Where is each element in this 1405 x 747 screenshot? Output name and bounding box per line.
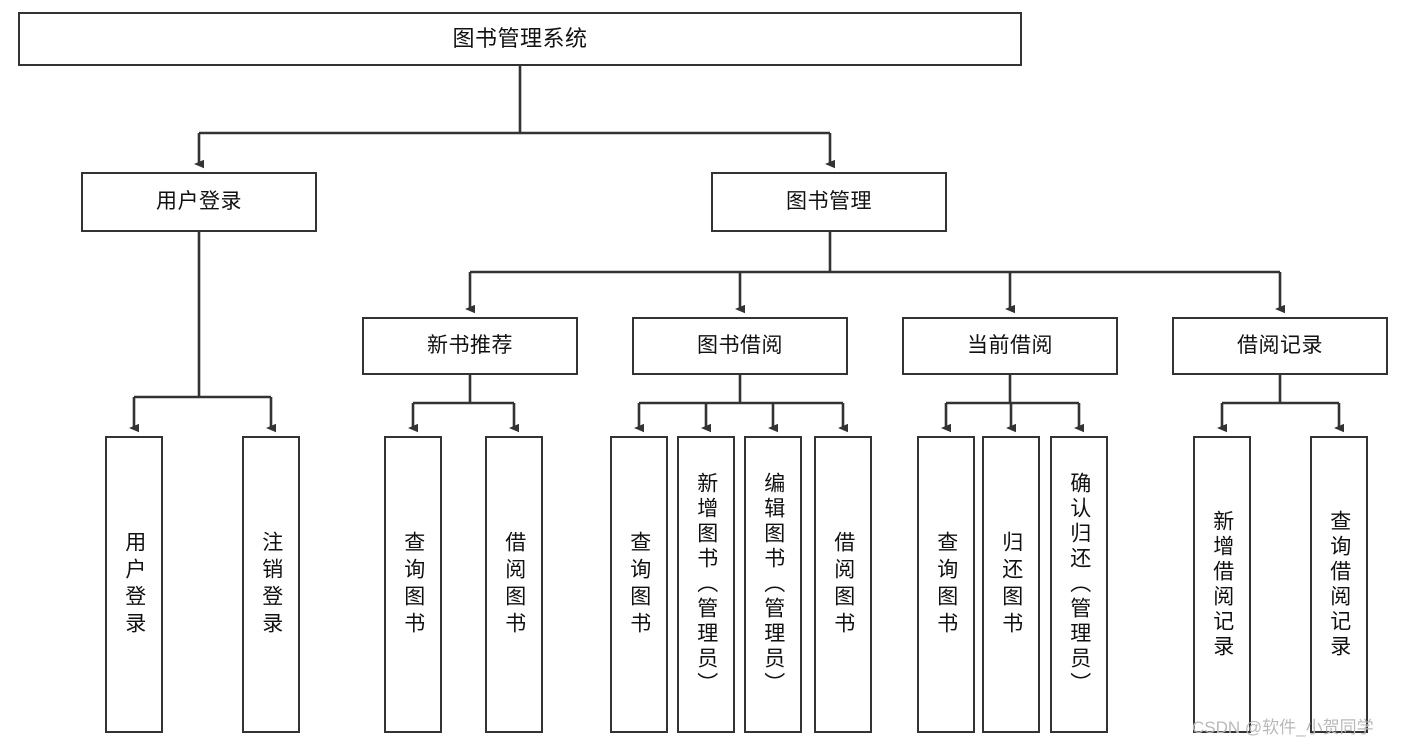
- leaf-query-borrow-record[interactable]: 查询借阅记录: [1310, 436, 1368, 733]
- node-label: 用户登录: [156, 190, 242, 214]
- leaf-borrow-book-recommend[interactable]: 借阅图书: [485, 436, 543, 733]
- node-book-management[interactable]: 图书管理: [711, 172, 947, 232]
- node-label: 确认归还（管理员）: [1067, 472, 1091, 697]
- leaf-add-book-admin[interactable]: 新增图书（管理员）: [677, 436, 735, 733]
- node-label: 图书管理: [786, 190, 872, 214]
- leaf-query-book-recommend[interactable]: 查询图书: [384, 436, 442, 733]
- node-book-borrow[interactable]: 图书借阅: [632, 317, 848, 375]
- node-label: 借阅记录: [1237, 334, 1323, 358]
- leaf-user-login[interactable]: 用户登录: [105, 436, 163, 733]
- leaf-query-book-current[interactable]: 查询图书: [917, 436, 975, 733]
- node-label: 新书推荐: [427, 334, 513, 358]
- node-label: 查询借阅记录: [1327, 509, 1351, 660]
- node-label: 查询图书: [934, 530, 958, 639]
- node-label: 借阅图书: [502, 530, 526, 639]
- node-root-book-management-system[interactable]: 图书管理系统: [18, 12, 1022, 66]
- leaf-logout[interactable]: 注销登录: [242, 436, 300, 733]
- node-label: 编辑图书（管理员）: [761, 472, 785, 697]
- node-label: 用户登录: [122, 530, 146, 639]
- node-borrow-record[interactable]: 借阅记录: [1172, 317, 1388, 375]
- node-current-borrow[interactable]: 当前借阅: [902, 317, 1118, 375]
- node-label: 查询图书: [627, 530, 651, 639]
- leaf-confirm-return-admin[interactable]: 确认归还（管理员）: [1050, 436, 1108, 733]
- leaf-add-borrow-record[interactable]: 新增借阅记录: [1193, 436, 1251, 733]
- watermark: CSDN @软件_小贺同学: [1192, 718, 1374, 737]
- node-label: 当前借阅: [967, 334, 1053, 358]
- leaf-edit-book-admin[interactable]: 编辑图书（管理员）: [744, 436, 802, 733]
- node-label: 新增图书（管理员）: [694, 472, 718, 697]
- node-label: 查询图书: [401, 530, 425, 639]
- node-label: 归还图书: [999, 530, 1023, 639]
- node-user-login[interactable]: 用户登录: [81, 172, 317, 232]
- node-label: 注销登录: [259, 530, 283, 639]
- node-label: 借阅图书: [831, 530, 855, 639]
- leaf-borrow-book[interactable]: 借阅图书: [814, 436, 872, 733]
- leaf-query-book-borrow[interactable]: 查询图书: [610, 436, 668, 733]
- node-label: 图书管理系统: [452, 25, 588, 51]
- leaf-return-book[interactable]: 归还图书: [982, 436, 1040, 733]
- node-label: 新增借阅记录: [1210, 509, 1234, 660]
- node-new-book-recommend[interactable]: 新书推荐: [362, 317, 578, 375]
- node-label: 图书借阅: [697, 334, 783, 358]
